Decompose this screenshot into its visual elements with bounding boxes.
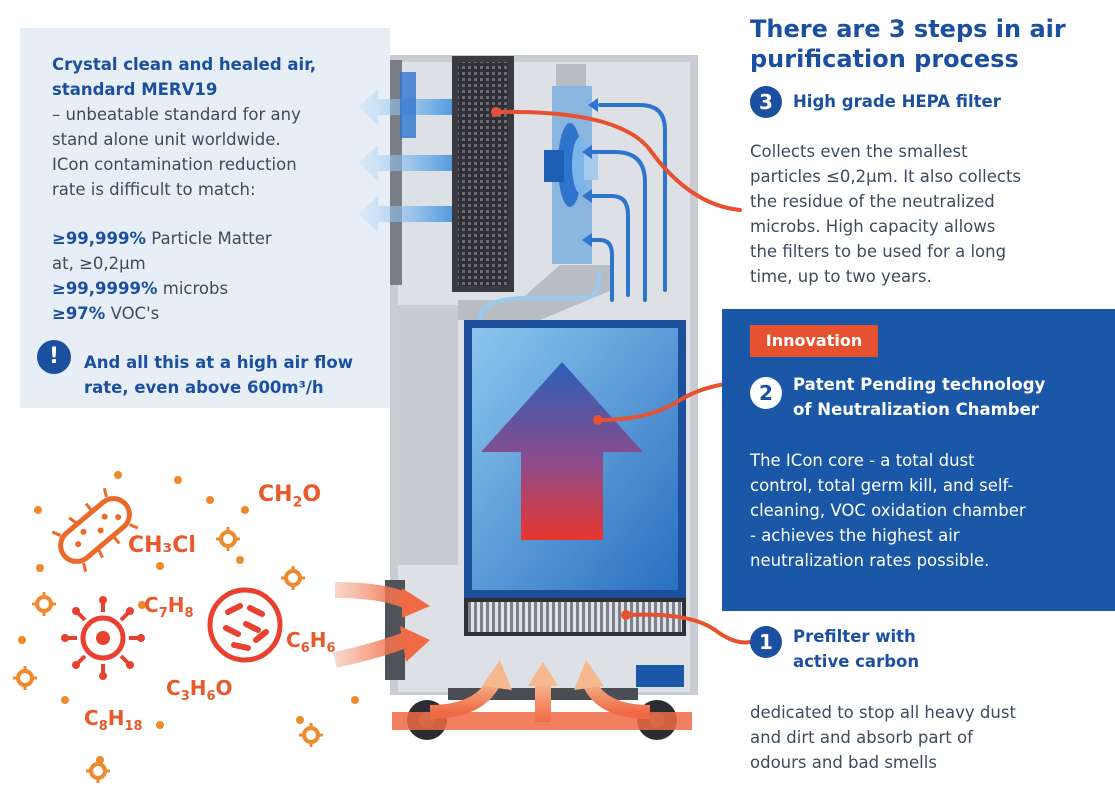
step2-body-line: - achieves the highest air	[750, 526, 960, 545]
mol-part: H	[189, 676, 207, 700]
clean-air-out	[358, 72, 452, 232]
step1-body-line: and dirt and absorb part of	[750, 728, 973, 747]
stat-particle-size: at, ≥0,2µm	[52, 254, 146, 273]
step2-title: Patent Pending technology of Neutralizat…	[793, 372, 1045, 422]
stat-microbs: ≥99,9999% microbs	[52, 276, 228, 301]
title-line1: There are 3 steps in air	[750, 15, 1066, 43]
prefilter	[468, 602, 682, 632]
step1-body: dedicated to stop all heavy dust and dir…	[750, 700, 1016, 775]
panel-body-line2: stand alone unit worldwide.	[52, 130, 281, 149]
stat-label: microbs	[157, 279, 229, 298]
airflow-note-line2: rate, even above 600m³/h	[84, 378, 324, 397]
stat-label: Particle Matter	[146, 229, 272, 248]
step3-body-line: time, up to two years.	[750, 267, 932, 286]
virus-icon	[61, 596, 145, 680]
mol-part: H	[107, 706, 125, 730]
features-panel: Crystal clean and healed air, standard M…	[20, 28, 390, 408]
step2-body-line: The ICon core - a total dust	[750, 451, 975, 470]
mol-sub: 8	[184, 606, 194, 621]
control-panel	[636, 665, 684, 687]
step2-body-line: cleaning, VOC oxidation chamber	[750, 501, 1026, 520]
step1-body-line: odours and bad smells	[750, 753, 937, 772]
airflow-arrowheads	[582, 98, 598, 247]
panel-body-line1: – unbeatable standard for any	[52, 105, 301, 124]
step2-title-line1: Patent Pending technology	[793, 375, 1046, 394]
chamber-return-flow	[478, 269, 602, 321]
mol-part: C	[166, 676, 181, 700]
housing-left-wall	[398, 305, 458, 565]
molecule-ch3cl: CH₃Cl	[128, 533, 196, 558]
mol-sub: 6	[326, 641, 336, 656]
mol-part: H	[167, 593, 185, 617]
mol-sub: 7	[158, 606, 168, 621]
step3-body-line: the residue of the neutralized	[750, 192, 995, 211]
step1-title-line2: active carbon	[793, 652, 920, 671]
title-line2: purification process	[750, 45, 1019, 73]
step3-body: Collects even the smallest particles ≤0,…	[750, 139, 1021, 289]
mol-part: O	[302, 482, 322, 507]
step3-body-line: Collects even the smallest	[750, 142, 968, 161]
gear-particle-icon	[16, 530, 320, 780]
step3-number-badge: 3	[750, 86, 782, 118]
mol-sub: 3	[180, 689, 190, 704]
mol-part: C	[144, 593, 159, 617]
step2-body-line: control, total germ kill, and self-	[750, 476, 1014, 495]
mol-part: H	[309, 628, 327, 652]
stat-particle-matter: ≥99,999% Particle Matter	[52, 226, 272, 251]
panel-body-line4: rate is difficult to match:	[52, 180, 256, 199]
step3-body-line: particles ≤0,2µm. It also collects	[750, 167, 1022, 186]
step2-body: The ICon core - a total dust control, to…	[750, 448, 1026, 573]
stat-value: ≥97%	[52, 304, 106, 323]
panel-heading-line2: standard MERV19	[52, 80, 218, 99]
mol-part: C	[84, 706, 99, 730]
stat-voc: ≥97% VOC's	[52, 301, 159, 326]
stat-value: ≥99,9999%	[52, 279, 158, 298]
exclamation-icon: !	[37, 340, 71, 374]
molecule-c8h18: C8H18	[84, 706, 143, 734]
up-arrow	[481, 362, 643, 540]
panel-body-line3: ICon contamination reduction	[52, 155, 297, 174]
step3-title: High grade HEPA filter	[793, 92, 1001, 111]
step3-body-line: the filters to be used for a long	[750, 242, 1007, 261]
stat-value: ≥99,999%	[52, 229, 147, 248]
mol-part: CH	[258, 482, 293, 507]
particle-dots	[18, 471, 359, 764]
mol-sub: 6	[300, 641, 310, 656]
step1-title: Prefilter with active carbon	[793, 624, 919, 674]
dirty-air-in	[333, 582, 692, 730]
fan-mount	[556, 64, 586, 86]
internal-airflow	[590, 103, 667, 302]
mol-part: C	[286, 628, 301, 652]
stat-label: VOC's	[105, 304, 160, 323]
bacteria-cluster-icon	[207, 587, 283, 663]
gear-particle-teeth	[13, 527, 323, 783]
mol-sub: 8	[98, 719, 108, 734]
duct-wall	[458, 265, 612, 320]
step1-title-line1: Prefilter with	[793, 627, 916, 646]
page-title: There are 3 steps in air purification pr…	[750, 14, 1110, 74]
step1-number-badge: 1	[750, 626, 782, 658]
step2-number-badge: 2	[750, 377, 782, 409]
molecule-c3h6o: C3H6O	[166, 676, 233, 704]
molecule-c7h8: C7H8	[144, 593, 194, 621]
molecule-ch2o: CH2O	[258, 482, 321, 510]
step2-body-line: neutralization rates possible.	[750, 551, 990, 570]
airflow-note-line1: And all this at a high air flow	[84, 353, 353, 372]
innovation-panel	[722, 309, 1115, 611]
step1-body-line: dedicated to stop all heavy dust	[750, 703, 1016, 722]
mol-sub: 6	[206, 689, 216, 704]
innovation-badge: Innovation	[750, 325, 878, 357]
mol-part: O	[215, 676, 233, 700]
bacteria-icon	[51, 487, 139, 573]
step3-body-line: microbs. High capacity allows	[750, 217, 996, 236]
step2-title-line2: of Neutralization Chamber	[793, 400, 1039, 419]
mol-sub: 18	[124, 719, 143, 734]
hepa-filter	[458, 62, 508, 286]
panel-heading-line1: Crystal clean and healed air,	[52, 55, 317, 74]
mol-sub: 2	[292, 494, 303, 511]
outlet-grille	[390, 60, 402, 285]
molecule-c6h6: C6H6	[286, 628, 336, 656]
